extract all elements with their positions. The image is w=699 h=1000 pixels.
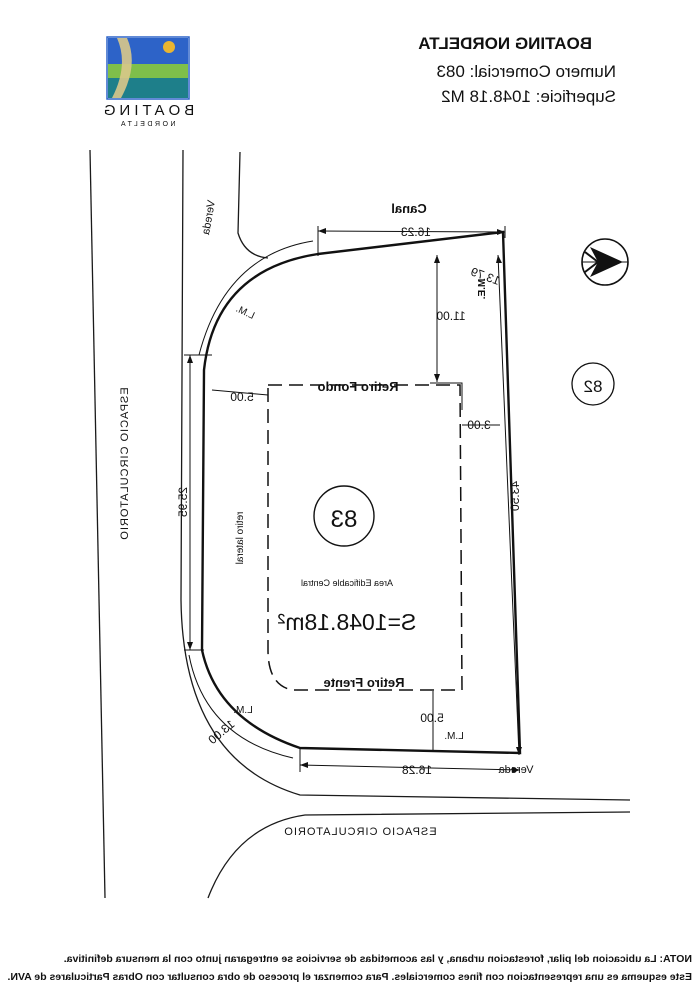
dim-left-side-label: 25.95 [176,487,190,517]
dim-rear-setback-label: 11.00 [436,309,465,323]
label-area-edificable: Area Edificable Central [301,578,393,588]
buildable-area-outline [267,384,463,691]
boating-logo: BOATING NORDELTA [100,36,194,128]
vereda-corner-line [237,151,269,259]
dim-front-width-label: 16.28 [402,763,432,777]
street-outer-line [89,149,106,899]
dim-curve-top [198,240,314,356]
logo-water [108,78,188,98]
logo-land [108,64,188,78]
dim-side-setback-label: 5.00 [230,390,254,404]
lot-number-circle [313,485,375,547]
header-commercial-number: Numero Comercial: 083 [436,62,616,81]
dim-front-setback-label: 5.00 [420,711,444,725]
dim-curve-bottom-label: 13.00 [205,717,237,747]
plan-header: BOATING NORDELTA Numero Comercial: 083 S… [376,34,616,114]
label-canal: Canal [391,201,426,216]
header-title: BOATING NORDELTA [418,34,592,53]
label-espacio-circulatorio-bottom: ESPACIO CIRCULATORIO [283,826,436,838]
label-retiro-lateral: retiro lateral [235,512,246,565]
footer-note-line-2: Este esquema es una representacion con f… [7,971,692,983]
label-lm-curve: L.M. [234,304,256,322]
street-inner-line [180,149,631,801]
label-vereda-bottom: Vereda [498,764,534,776]
dim-canal-width-label: 16.23 [401,225,431,239]
logo-sun-icon [163,41,175,53]
area-value: S=1048.18m² [277,609,416,635]
dim-right-side [497,254,520,756]
dim-front-width [299,764,521,771]
dimension-ticks [187,228,522,773]
street-bottom-line [207,811,631,899]
label-retiro-frente: Retiro Frente [324,675,405,690]
logo-word-sub: NORDELTA [118,121,175,128]
lot-number: 83 [331,506,358,533]
neighbor-lot-82 [571,362,615,406]
label-retiro-fondo: Retiro Fondo [318,379,399,394]
header-surface: Superficie: 1048.18 M2 [441,87,616,106]
neighbor-lot-number: 82 [584,377,603,396]
footer-note-line-1: NOTA: La ubicacion del pilar, forestacio… [63,953,692,965]
label-lm-front: L.M. [444,731,463,742]
dimension-lines [184,226,521,772]
dim-side-setback [211,389,269,396]
neighbor-lot-circle [571,362,615,406]
north-arrow-icon [581,238,629,286]
label-lm-right: L.M. [233,705,252,716]
label-espacio-circulatorio-left: ESPACIO CIRCULATORIO [119,387,131,540]
footer-note: NOTA: La ubicacion del pilar, forestacio… [7,953,692,989]
dim-curve-bottom [188,654,294,759]
dim-right-setback-label: 3.00 [467,418,491,432]
label-me: M.E. [477,279,488,300]
dim-right-side-label: 43.50 [508,481,522,511]
logo-mast-icon [112,38,132,98]
label-vereda-top: Vereda [200,199,218,236]
logo-word-main: BOATING [100,102,194,119]
dim-canal-width [317,230,506,233]
street-lines [89,149,631,899]
